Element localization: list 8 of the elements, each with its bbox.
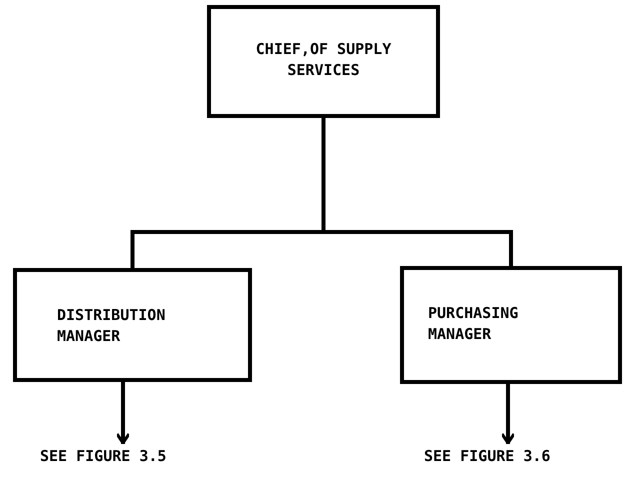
reference-text: SEE FIGURE 3.5: [40, 446, 220, 468]
org-box: DISTRIBUTION MANAGER: [13, 268, 252, 382]
connector-line: [322, 118, 513, 266]
reference-text: SEE FIGURE 3.6: [424, 446, 604, 468]
arrow: [116, 382, 130, 444]
arrow: [500, 384, 516, 444]
org-box: CHIEF,OF SUPPLY SERVICES: [207, 5, 440, 118]
org-box: PURCHASING MANAGER: [400, 266, 622, 384]
